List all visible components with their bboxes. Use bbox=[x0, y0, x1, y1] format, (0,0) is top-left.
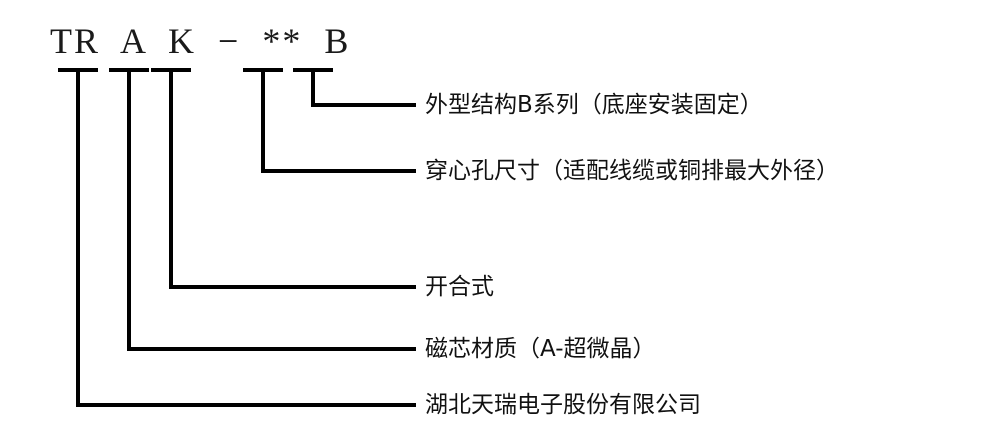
leader-horizontal-k bbox=[169, 285, 416, 289]
description-label-size: 穿心孔尺寸（适配线缆或铜排最大外径） bbox=[425, 158, 839, 184]
leader-vertical-k bbox=[169, 68, 173, 289]
description-label-k: 开合式 bbox=[425, 274, 494, 300]
description-label-tr: 湖北天瑞电子股份有限公司 bbox=[425, 392, 701, 418]
leader-horizontal-tr bbox=[76, 403, 416, 407]
leader-horizontal-a bbox=[127, 347, 416, 351]
description-label-a: 磁芯材质（A-超微晶） bbox=[425, 336, 656, 362]
leader-horizontal-size bbox=[261, 169, 416, 173]
leader-vertical-b bbox=[311, 68, 315, 107]
leader-horizontal-b bbox=[311, 103, 416, 107]
leader-vertical-tr bbox=[76, 68, 80, 407]
description-label-b: 外型结构B系列（底座安装固定） bbox=[425, 92, 763, 118]
model-code-title: TR A K − ** B bbox=[50, 21, 351, 61]
leader-vertical-a bbox=[127, 68, 131, 351]
leader-vertical-size bbox=[261, 68, 265, 173]
